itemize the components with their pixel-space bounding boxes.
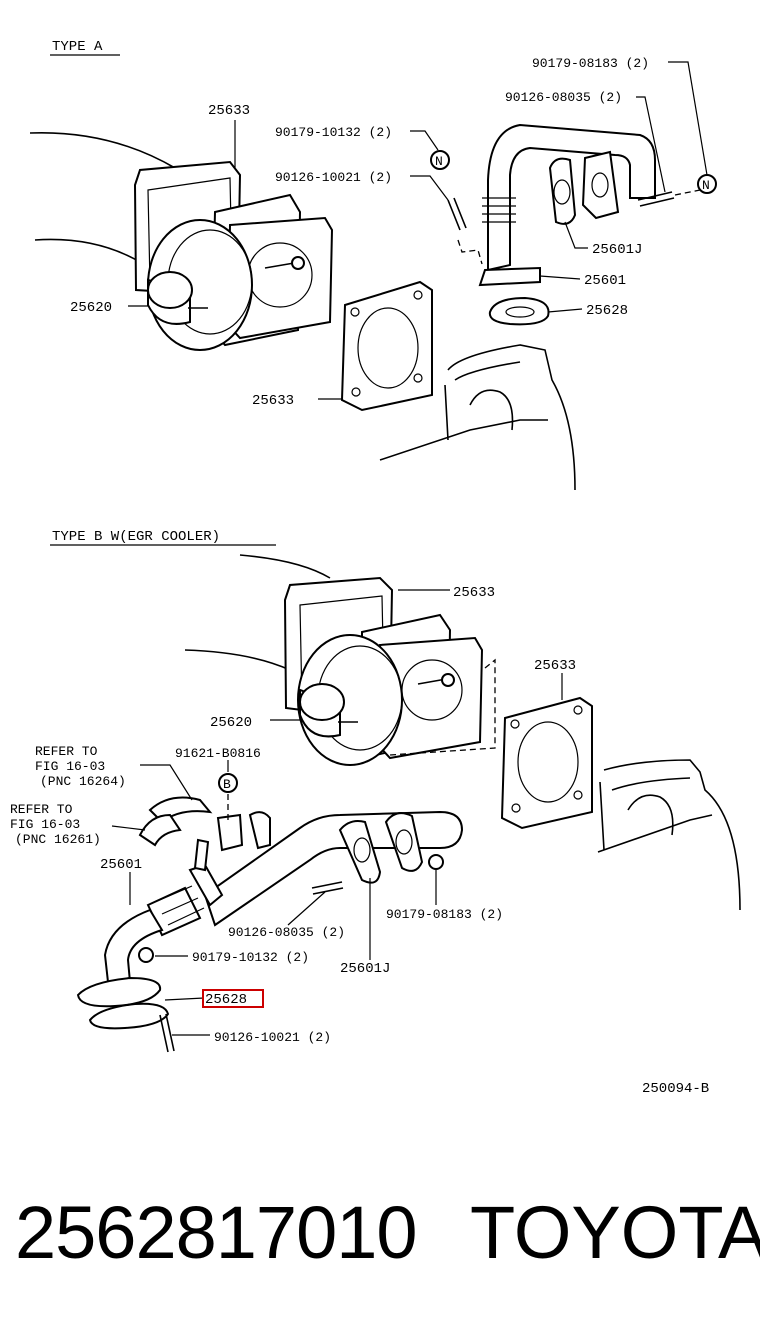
gasket-25633-b [500, 696, 593, 830]
label-25620: 25620 [210, 715, 252, 731]
label-25633: 25633 [208, 103, 250, 119]
label-refer-to: REFER TO [10, 802, 73, 817]
alignment-line [457, 239, 483, 265]
leader-line [111, 825, 146, 831]
engine-outline [34, 238, 141, 263]
label-90179-10132: 90179-10132 (2) [275, 125, 392, 140]
gasket-25633-a [340, 280, 433, 412]
alignment-line [674, 189, 701, 196]
alignment-line [389, 658, 496, 756]
stud-a [639, 197, 675, 207]
label-90126-08035: 90126-08035 (2) [228, 925, 345, 940]
egr-cooler-pipe-b [76, 810, 464, 1008]
stud-b [165, 1013, 175, 1052]
type-b-title: TYPE B W(EGR COOLER) [52, 529, 220, 545]
label-25633: 25633 [534, 658, 576, 674]
label-fig-ref: FIG 16-03 [35, 759, 105, 774]
n-marker-icon: N [430, 150, 450, 170]
parts-diagram: TYPE A [10, 39, 741, 1097]
gasket-25628-b [88, 1002, 170, 1030]
engine-outline [239, 554, 331, 579]
egr-valve-b [283, 576, 484, 766]
leader-line [287, 891, 326, 926]
stud-b [159, 1014, 169, 1053]
label-pnc-ref: (PNC 16264) [40, 774, 126, 789]
stud-a [453, 197, 467, 229]
svg-text:B: B [223, 777, 231, 792]
egr-pipe-a [478, 123, 656, 287]
leader-line [539, 275, 581, 280]
part-number: 2562817010 [15, 1191, 418, 1274]
manifold-outline [627, 794, 674, 836]
label-90179-08183: 90179-08183 (2) [386, 907, 503, 922]
leader-line [668, 61, 708, 176]
label-refer-to: REFER TO [35, 744, 98, 759]
label-90179-08183: 90179-08183 (2) [532, 56, 649, 71]
label-25633: 25633 [252, 393, 294, 409]
egr-valve-a [133, 160, 334, 351]
leader-line [164, 997, 205, 1001]
hose-icon [138, 813, 182, 847]
label-25601j: 25601J [340, 961, 390, 977]
label-25628: 25628 [205, 992, 247, 1008]
leader-line [636, 96, 666, 193]
label-25601: 25601 [100, 857, 142, 873]
label-25628: 25628 [586, 303, 628, 319]
label-25601j: 25601J [592, 242, 642, 258]
stud-a [637, 191, 673, 201]
nut-icon [138, 947, 154, 963]
leader-line [564, 221, 588, 249]
label-25601: 25601 [584, 273, 626, 289]
label-90126-10021: 90126-10021 (2) [214, 1030, 331, 1045]
engine-outline [184, 649, 291, 671]
leader-line [410, 130, 439, 151]
label-90126-10021: 90126-10021 (2) [275, 170, 392, 185]
n-marker-icon: N [697, 174, 717, 194]
type-a-title: TYPE A [52, 39, 103, 55]
b-marker-icon: B [218, 773, 238, 793]
label-fig-ref: FIG 16-03 [10, 817, 80, 832]
label-90126-08035: 90126-08035 (2) [505, 90, 622, 105]
brand-name: TOYOTA [470, 1191, 760, 1274]
svg-text:N: N [702, 178, 710, 193]
label-25620: 25620 [70, 300, 112, 316]
gasket-25628-a [488, 296, 550, 326]
nut-icon [428, 854, 444, 870]
engine-outline [29, 131, 176, 169]
stud-b [312, 887, 344, 895]
stud-a [447, 199, 461, 231]
stud-b [311, 881, 343, 889]
leader-line [547, 308, 583, 313]
leader-line [140, 764, 193, 801]
highlighted-part-25628: 25628 [202, 989, 264, 1008]
label-91621-b0816: 91621-B0816 [175, 746, 261, 761]
label-25633: 25633 [453, 585, 495, 601]
label-90179-10132: 90179-10132 (2) [192, 950, 309, 965]
manifold-outline [379, 344, 576, 491]
svg-text:N: N [435, 154, 443, 169]
manifold-outline [597, 759, 741, 911]
leader-line [410, 175, 449, 201]
manifold-outline [469, 389, 514, 431]
label-pnc-ref: (PNC 16261) [15, 832, 101, 847]
figure-code: 250094-B [642, 1081, 709, 1097]
